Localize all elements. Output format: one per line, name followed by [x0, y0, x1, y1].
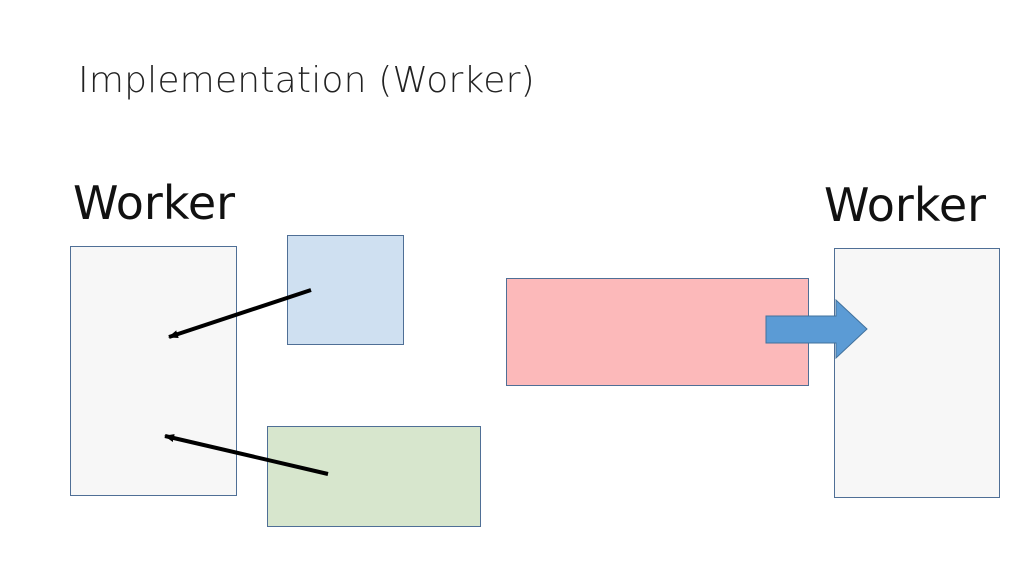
slide-title: Implementation (Worker): [78, 60, 535, 101]
worker-label-left: Worker: [73, 176, 236, 230]
worker-label-right: Worker: [824, 178, 987, 232]
red-block: [506, 278, 809, 386]
blue-block: [287, 235, 404, 345]
green-block: [267, 426, 481, 527]
worker-right-box: [834, 248, 1000, 498]
worker-left-box: [70, 246, 237, 496]
